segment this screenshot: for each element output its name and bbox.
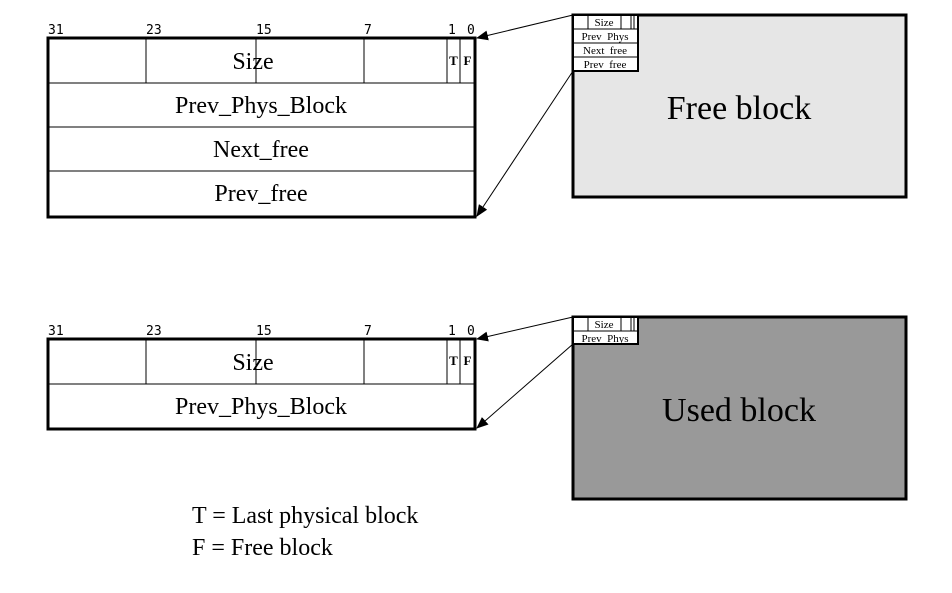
used-bottom-arrow: [476, 343, 574, 429]
free-mini-size: Size: [595, 17, 614, 29]
free-size-field: Size: [232, 49, 273, 75]
bit-0-label: 0: [467, 23, 475, 38]
legend: T = Last physical block F = Free block: [192, 503, 418, 561]
free-block-mini-header: Size Prev Phys Next free Prev free: [572, 14, 639, 72]
bit-7-label: 7: [364, 23, 372, 38]
legend-f-meaning: F = Free block: [192, 535, 333, 561]
free-mini-next-free: Next free: [583, 45, 627, 57]
used-block-rect: [571, 315, 908, 501]
used-block-label: Used block: [662, 392, 816, 429]
bit-31-label: 31: [48, 23, 64, 38]
bit-15-label: 15: [256, 23, 272, 38]
used-mini-prev-phys: Prev Phys: [581, 333, 628, 345]
legend-t-meaning: T = Last physical block: [192, 503, 418, 529]
bit-31-label: 31: [48, 324, 64, 339]
used-mini-size: Size: [595, 319, 614, 331]
used-block-header: 31 23 15 7 1 0 Size T F Prev_Phys_Block: [46, 324, 477, 431]
free-f-flag: F: [464, 53, 472, 68]
free-prev-phys-field: Prev_Phys_Block: [175, 93, 347, 119]
bit-23-label: 23: [146, 324, 162, 339]
free-next-free-field: Next_free: [213, 137, 309, 163]
bit-1-label: 1: [448, 324, 456, 339]
bit-7-label: 7: [364, 324, 372, 339]
free-mini-prev-free: Prev free: [584, 59, 627, 71]
free-t-flag: T: [449, 53, 458, 68]
used-top-arrow: [476, 316, 574, 342]
free-bottom-arrow: [476, 70, 574, 217]
bit-15-label: 15: [256, 324, 272, 339]
free-block: Free block Size Prev Phys Next free Prev…: [571, 13, 908, 199]
used-size-field: Size: [232, 350, 273, 376]
used-f-flag: F: [464, 353, 472, 368]
used-t-flag: T: [449, 353, 458, 368]
free-top-arrow: [476, 14, 574, 41]
used-block: Used block Size Prev Phys: [571, 315, 908, 501]
used-prev-phys-field: Prev_Phys_Block: [175, 394, 347, 420]
free-prev-free-field: Prev_free: [214, 181, 307, 207]
free-mini-prev-phys: Prev Phys: [581, 31, 628, 43]
bit-0-label: 0: [467, 324, 475, 339]
bit-1-label: 1: [448, 23, 456, 38]
free-block-header: 31 23 15 7 1 0 Size T F Prev_Phys_Block …: [46, 23, 477, 219]
bit-23-label: 23: [146, 23, 162, 38]
used-block-mini-header: Size Prev Phys: [572, 316, 639, 345]
free-block-label: Free block: [667, 90, 811, 127]
